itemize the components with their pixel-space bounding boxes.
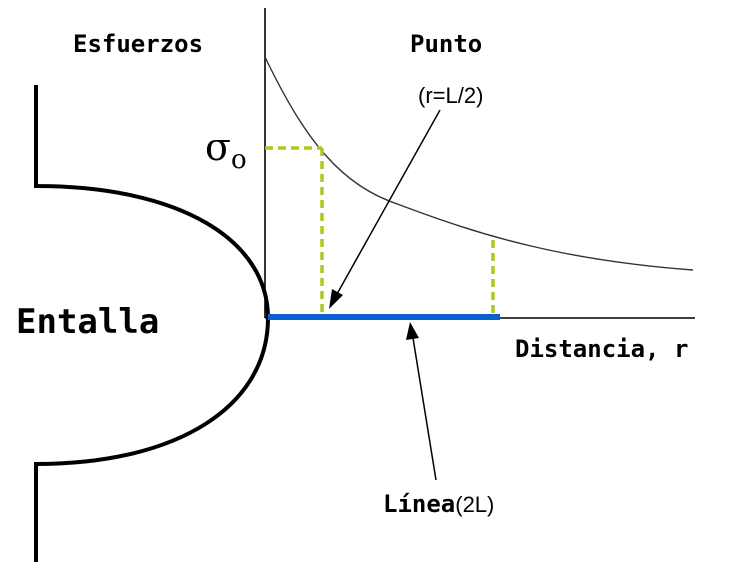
sigma-symbol: σo: [205, 125, 247, 175]
point-arrow-shaft: [336, 109, 441, 295]
line-arrowhead: [406, 322, 419, 340]
point-note: (r=L/2): [418, 83, 483, 108]
stress-axis-label: Esfuerzos: [73, 30, 203, 58]
notch-label: Entalla: [16, 302, 159, 342]
sigma-letter: σ: [205, 125, 231, 169]
distance-axis-label: Distancia, r: [515, 335, 688, 363]
stress-curve: [264, 56, 694, 271]
line-word: Línea: [383, 490, 455, 518]
sigma-subscript: o: [231, 145, 247, 175]
line-label: Línea(2L): [383, 490, 494, 518]
line-arrow-shaft: [412, 337, 437, 481]
point-arrowhead: [329, 289, 343, 309]
point-title: Punto: [410, 30, 482, 58]
line-note: (2L): [455, 492, 494, 517]
